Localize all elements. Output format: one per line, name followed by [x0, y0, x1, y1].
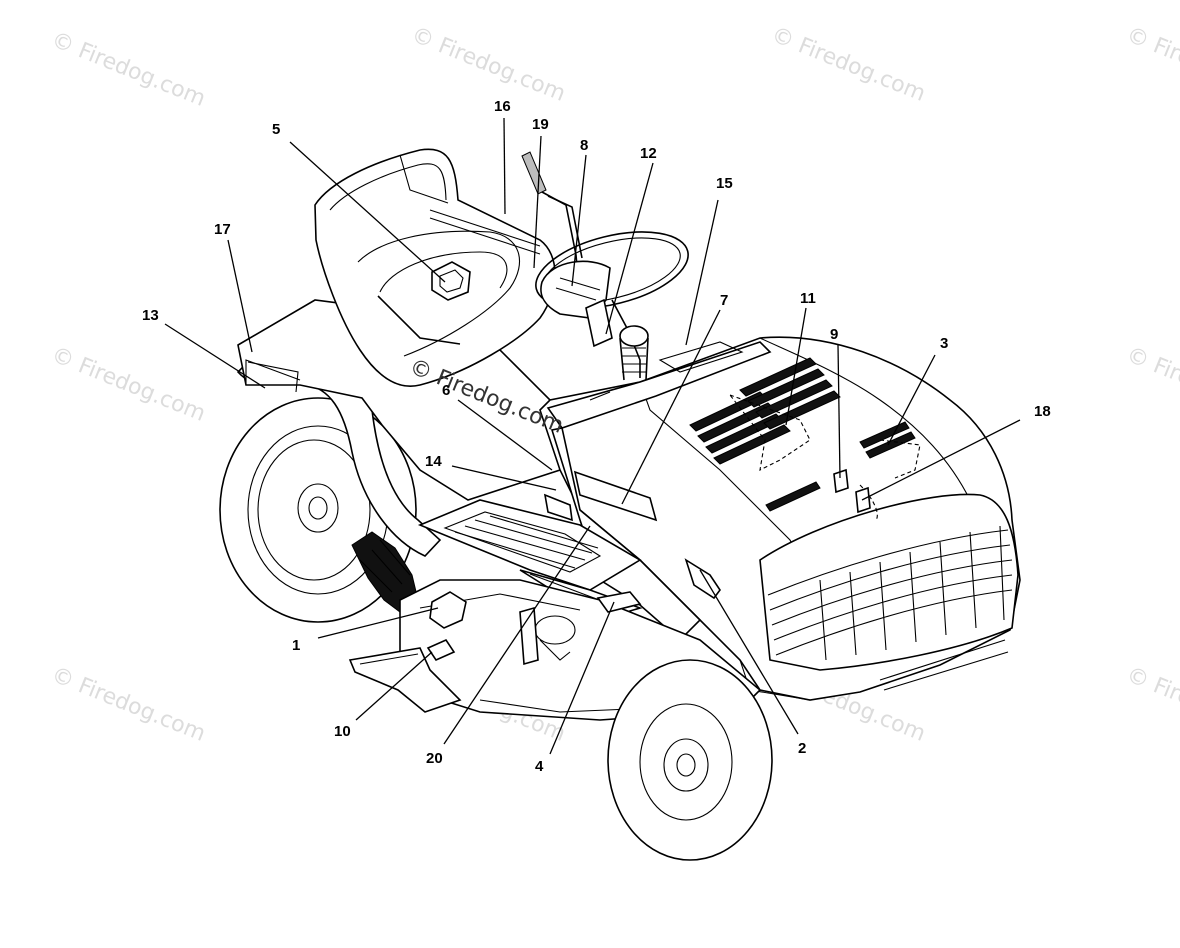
callout-12: 12 [640, 145, 657, 162]
seat [314, 148, 556, 387]
callout-4: 4 [535, 758, 544, 775]
side-decal [573, 470, 658, 522]
callout-11: 11 [800, 290, 816, 307]
dash-panel [540, 260, 611, 319]
watermark: © Firedog.com [48, 342, 209, 426]
front-wheel [607, 659, 773, 861]
watermark: © Firedog.com [48, 27, 209, 111]
callout-7: 7 [720, 292, 728, 309]
callout-5: 5 [272, 121, 280, 138]
callout-14: 14 [425, 453, 442, 470]
grille [767, 525, 1013, 661]
watermark: © Firedog.com [768, 22, 929, 106]
seat-decal [431, 261, 471, 301]
deck-decal [429, 591, 467, 629]
callout-20: 20 [426, 750, 443, 767]
watermark: © Firedog.com [48, 662, 209, 746]
callout-3: 3 [940, 335, 948, 352]
callout-16: 16 [494, 98, 511, 115]
tractor-illustration [219, 148, 1021, 861]
watermark: © Firedog.com [1123, 342, 1180, 426]
watermark: © Firedog.com [408, 22, 569, 106]
callout-18: 18 [1034, 403, 1051, 420]
callout-19: 19 [532, 116, 549, 133]
callout-17: 17 [214, 221, 231, 238]
leader-lines [164, 117, 1021, 755]
callout-1: 1 [292, 637, 300, 654]
callout-10: 10 [334, 723, 351, 740]
hood-vents [689, 357, 916, 512]
callout-6: 6 [442, 382, 450, 399]
steering-wheel [535, 231, 689, 381]
callout-9: 9 [830, 326, 838, 343]
lift-lever [521, 151, 583, 301]
watermark: © Firedog.com [1123, 662, 1180, 746]
callout-2: 2 [798, 740, 806, 757]
deck-decal [426, 638, 456, 662]
callout-labels: 1 2 3 4 5 6 7 8 9 10 11 12 13 14 15 16 1… [142, 98, 1051, 775]
deck-decal [596, 591, 642, 613]
hood-decal [833, 468, 849, 494]
callout-8: 8 [580, 137, 588, 154]
callout-15: 15 [716, 175, 733, 192]
watermark: © Firedog.com [1123, 22, 1180, 106]
callout-13: 13 [142, 307, 159, 324]
side-decal [543, 493, 573, 522]
